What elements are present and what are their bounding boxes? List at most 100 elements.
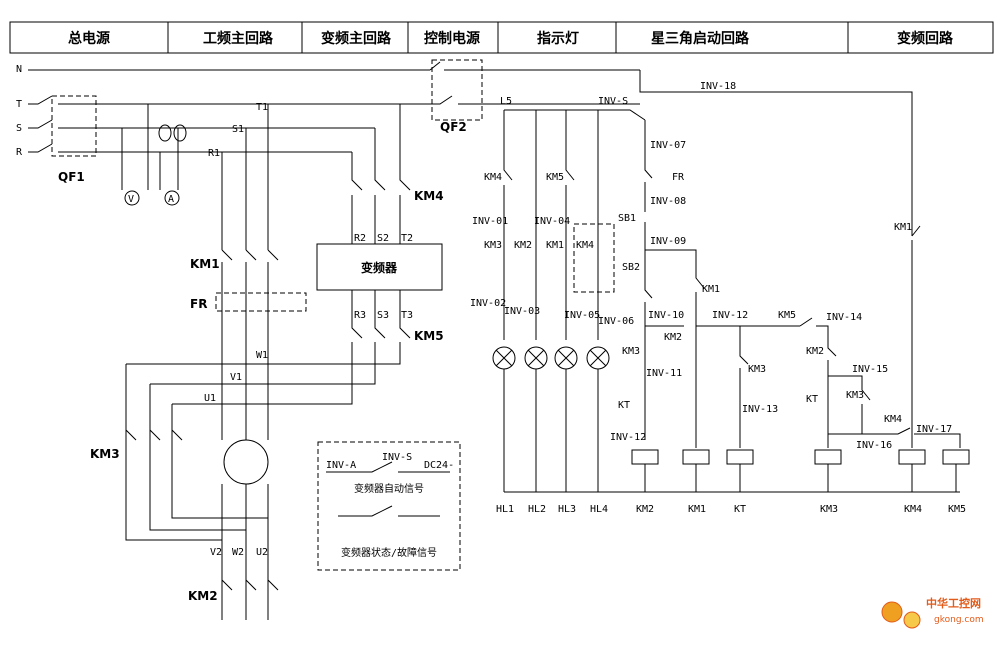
control-power: QF2 L5 INV-S INV-18 xyxy=(400,59,913,236)
svg-text:DC24-: DC24- xyxy=(424,460,454,471)
svg-text:INV-13: INV-13 xyxy=(742,404,778,415)
svg-text:R2: R2 xyxy=(354,233,366,244)
svg-text:KM5: KM5 xyxy=(778,310,796,321)
lamp-hl4 xyxy=(586,346,610,370)
header-cell-power: 总电源 xyxy=(68,30,110,47)
line-main-section: KM1 FR KM2 V2 W2 U2 KM3 W1 V1 U1 xyxy=(90,104,307,620)
svg-text:INV-06: INV-06 xyxy=(598,316,634,327)
svg-text:KM5: KM5 xyxy=(948,504,966,515)
fr-label: FR xyxy=(190,297,207,311)
svg-text:INV-18: INV-18 xyxy=(700,81,736,92)
coil-km3 xyxy=(814,449,842,465)
svg-text:INV-08: INV-08 xyxy=(650,196,686,207)
svg-text:R3: R3 xyxy=(354,310,366,321)
svg-text:INV-07: INV-07 xyxy=(650,140,686,151)
svg-text:KM4: KM4 xyxy=(576,240,594,251)
header-cell-vfd-loop: 变频回路 xyxy=(897,30,954,47)
svg-text:R1: R1 xyxy=(208,148,220,159)
svg-text:KM5: KM5 xyxy=(546,172,564,183)
vfd-box xyxy=(316,243,443,291)
svg-text:SB2: SB2 xyxy=(622,262,640,273)
svg-text:S3: S3 xyxy=(377,310,389,321)
svg-text:KM1: KM1 xyxy=(688,504,706,515)
qf1-label: QF1 xyxy=(58,170,85,184)
svg-text:S1: S1 xyxy=(232,124,244,135)
svg-text:V1: V1 xyxy=(230,372,242,383)
status-signal-label: 变频器状态/故障信号 xyxy=(341,546,437,559)
label-n: N xyxy=(16,64,22,75)
power-section: N T S R QF1 V A T1 S1 R1 xyxy=(16,61,640,206)
svg-text:A: A xyxy=(168,194,174,205)
svg-text:W2: W2 xyxy=(232,547,244,558)
svg-text:HL2: HL2 xyxy=(528,504,546,515)
km1-label: KM1 xyxy=(190,257,220,271)
svg-text:KM2: KM2 xyxy=(514,240,532,251)
svg-text:HL1: HL1 xyxy=(496,504,514,515)
svg-text:INV-15: INV-15 xyxy=(852,364,888,375)
svg-text:KT: KT xyxy=(618,400,630,411)
header-cell-vfd-main: 变频主回路 xyxy=(321,30,392,47)
km2-label: KM2 xyxy=(188,589,218,603)
svg-text:HL4: HL4 xyxy=(590,504,608,515)
svg-text:gkong.com: gkong.com xyxy=(934,615,984,625)
svg-text:V: V xyxy=(128,194,134,205)
svg-text:HL3: HL3 xyxy=(558,504,576,515)
svg-text:INV-14: INV-14 xyxy=(826,312,862,323)
svg-text:KT: KT xyxy=(734,504,746,515)
svg-text:INV-A: INV-A xyxy=(326,460,356,471)
control-section: INV-07 FR INV-08 SB1 INV-09 SB2 KM1 INV-… xyxy=(610,120,970,515)
svg-text:T3: T3 xyxy=(401,310,413,321)
svg-text:W1: W1 xyxy=(256,350,268,361)
header: 总电源 工频主回路 变频主回路 控制电源 指示灯 星三角启动回路 变频回路 xyxy=(9,21,994,54)
auto-signal-label: 变频器自动信号 xyxy=(354,482,424,495)
svg-text:KM3: KM3 xyxy=(484,240,502,251)
km3-label: KM3 xyxy=(90,447,120,461)
svg-text:KM3: KM3 xyxy=(846,390,864,401)
motor-icon xyxy=(223,439,269,485)
svg-text:中华工控网: 中华工控网 xyxy=(926,596,981,610)
coil-km4 xyxy=(898,449,926,465)
vfd-label: 变频器 xyxy=(361,260,398,275)
coil-km5 xyxy=(942,449,970,465)
svg-text:T1: T1 xyxy=(256,102,268,113)
svg-text:KM3: KM3 xyxy=(748,364,766,375)
svg-text:KM1: KM1 xyxy=(702,284,720,295)
svg-text:INV-12: INV-12 xyxy=(610,432,646,443)
svg-text:U1: U1 xyxy=(204,393,216,404)
label-t: T xyxy=(16,99,22,110)
coil-kt xyxy=(726,449,754,465)
header-cell-line-main: 工频主回路 xyxy=(203,30,274,47)
header-cell-indicator: 指示灯 xyxy=(537,30,579,47)
vfd-main-section: KM4 变频器 R2 S2 T2 R3 S3 T3 KM5 xyxy=(222,104,444,405)
svg-text:KT: KT xyxy=(806,394,818,405)
svg-text:KM1: KM1 xyxy=(546,240,564,251)
svg-text:KM2: KM2 xyxy=(806,346,824,357)
svg-text:KM1: KM1 xyxy=(894,222,912,233)
svg-text:INV-11: INV-11 xyxy=(646,368,682,379)
svg-text:INV-17: INV-17 xyxy=(916,424,952,435)
svg-text:KM3: KM3 xyxy=(820,504,838,515)
svg-text:INV-10: INV-10 xyxy=(648,310,684,321)
coil-km1 xyxy=(682,449,710,465)
coil-km2 xyxy=(631,449,659,465)
svg-text:INV-09: INV-09 xyxy=(650,236,686,247)
watermark-logo: 中华工控网 gkong.com xyxy=(881,596,984,629)
svg-text:INV-03: INV-03 xyxy=(504,306,540,317)
indicator-section: KM4 KM5 INV-01 INV-04 KM3 KM2 KM1 KM4 IN… xyxy=(470,110,960,515)
header-cell-star-delta: 星三角启动回路 xyxy=(651,30,750,47)
svg-text:KM3: KM3 xyxy=(622,346,640,357)
ammeter-icon xyxy=(164,190,180,206)
svg-text:INV-04: INV-04 xyxy=(534,216,570,227)
qf2-label: QF2 xyxy=(440,120,467,134)
svg-text:INV-01: INV-01 xyxy=(472,216,508,227)
svg-text:KM4: KM4 xyxy=(904,504,922,515)
svg-text:INV-02: INV-02 xyxy=(470,298,506,309)
svg-text:S2: S2 xyxy=(377,233,389,244)
label-r: R xyxy=(16,147,23,158)
svg-text:KM4: KM4 xyxy=(484,172,502,183)
header-cell-control-power: 控制电源 xyxy=(424,30,480,47)
svg-text:V2: V2 xyxy=(210,547,222,558)
lamp-hl3 xyxy=(554,346,578,370)
svg-text:FR: FR xyxy=(672,172,685,183)
